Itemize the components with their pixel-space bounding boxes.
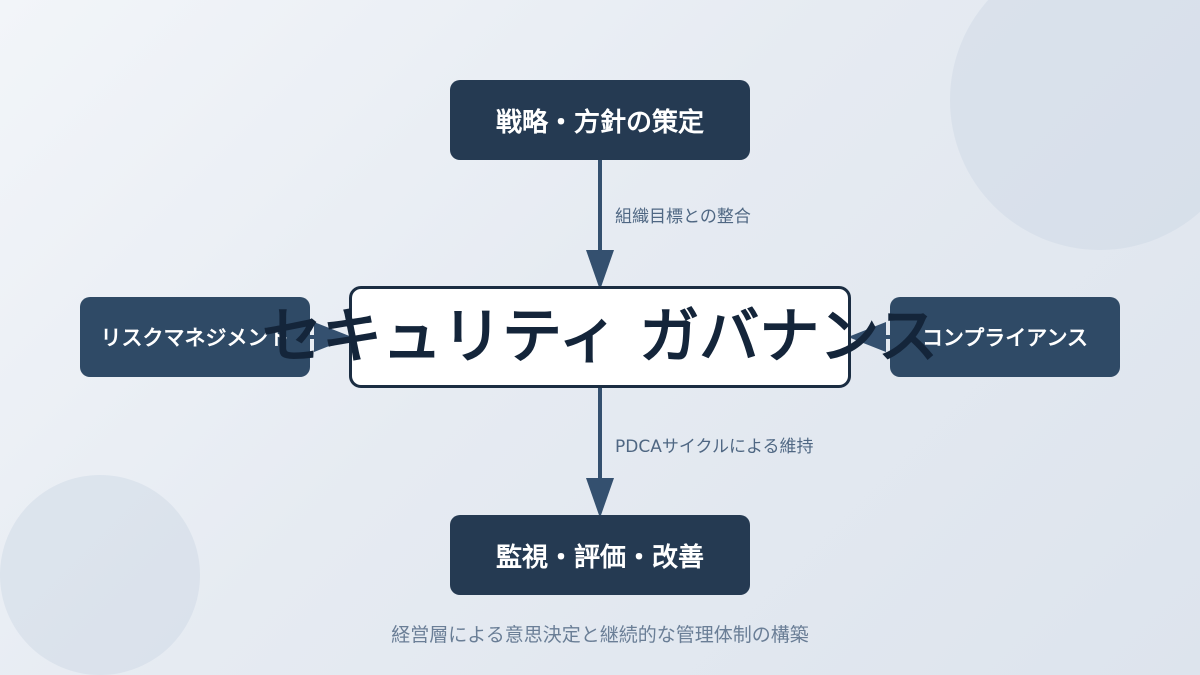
node-compliance: コンプライアンス xyxy=(890,297,1120,377)
background-circle-bottom-left xyxy=(0,475,200,675)
edge-label-alignment: 組織目標との整合 xyxy=(615,207,751,227)
node-compliance-label: コンプライアンス xyxy=(921,326,1089,350)
arrowhead-bottom xyxy=(586,478,614,518)
node-monitoring-improvement: 監視・評価・改善 xyxy=(450,515,750,595)
node-strategy-policy: 戦略・方針の策定 xyxy=(450,80,750,160)
footer-caption: 経営層による意思決定と継続的な管理体制の構築 xyxy=(391,624,809,646)
node-monitoring-improvement-label: 監視・評価・改善 xyxy=(495,542,704,573)
arrowhead-right xyxy=(848,322,886,352)
arrowhead-left xyxy=(314,322,352,352)
node-risk-management-label: リスクマネジメント xyxy=(100,326,290,350)
node-center-governance: セキュリティ ガバナンス xyxy=(262,286,938,388)
node-strategy-policy-label: 戦略・方針の策定 xyxy=(495,107,704,138)
center-title: セキュリティ ガバナンス xyxy=(261,302,939,372)
arrowhead-top xyxy=(586,250,614,290)
edge-label-pdca: PDCAサイクルによる維持 xyxy=(615,437,814,457)
node-risk-management: リスクマネジメント xyxy=(80,297,310,377)
